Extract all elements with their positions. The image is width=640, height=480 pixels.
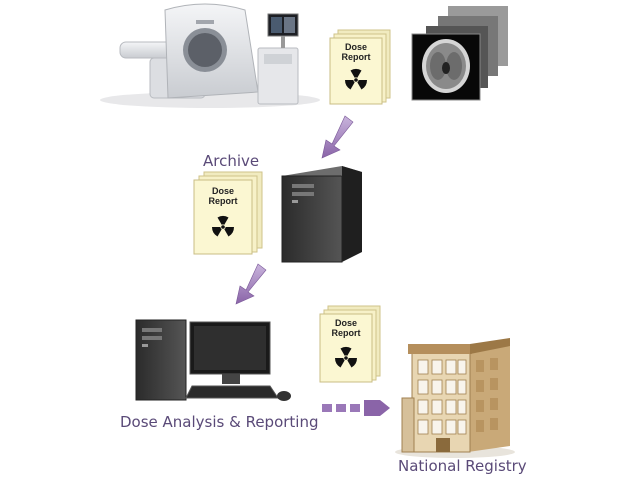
dose-report-line2: Report [341,52,371,62]
analysis-label: Dose Analysis & Reporting [120,413,319,431]
dose-report-top [329,29,391,105]
dose-report-line1: Dose [211,186,234,196]
registry-label: National Registry [398,457,527,475]
dose-report-bottom [319,305,381,383]
arrow-to-registry [322,400,390,416]
arrow-to-archive [321,115,354,159]
ct-scanner-icon [100,3,320,108]
dose-report-bottom-text: Dose Report [320,318,372,342]
dose-report-line1: Dose [344,42,367,52]
radiation-icon [335,347,357,369]
dose-report-top-text: Dose Report [330,42,382,66]
radiation-icon [212,216,234,238]
office-building-icon [395,338,515,458]
dose-report-line2: Report [331,328,361,338]
server-tower-icon [281,166,362,263]
archive-label: Archive [203,152,260,170]
desktop-computer-icon [135,319,291,401]
ct-scan-images-icon [411,6,508,101]
dose-report-middle-text: Dose Report [194,186,252,210]
radiation-icon [345,69,367,91]
dose-report-line2: Report [208,196,238,206]
dose-report-middle [193,171,263,255]
arrow-to-workstation [235,263,267,305]
dose-report-line1: Dose [334,318,357,328]
